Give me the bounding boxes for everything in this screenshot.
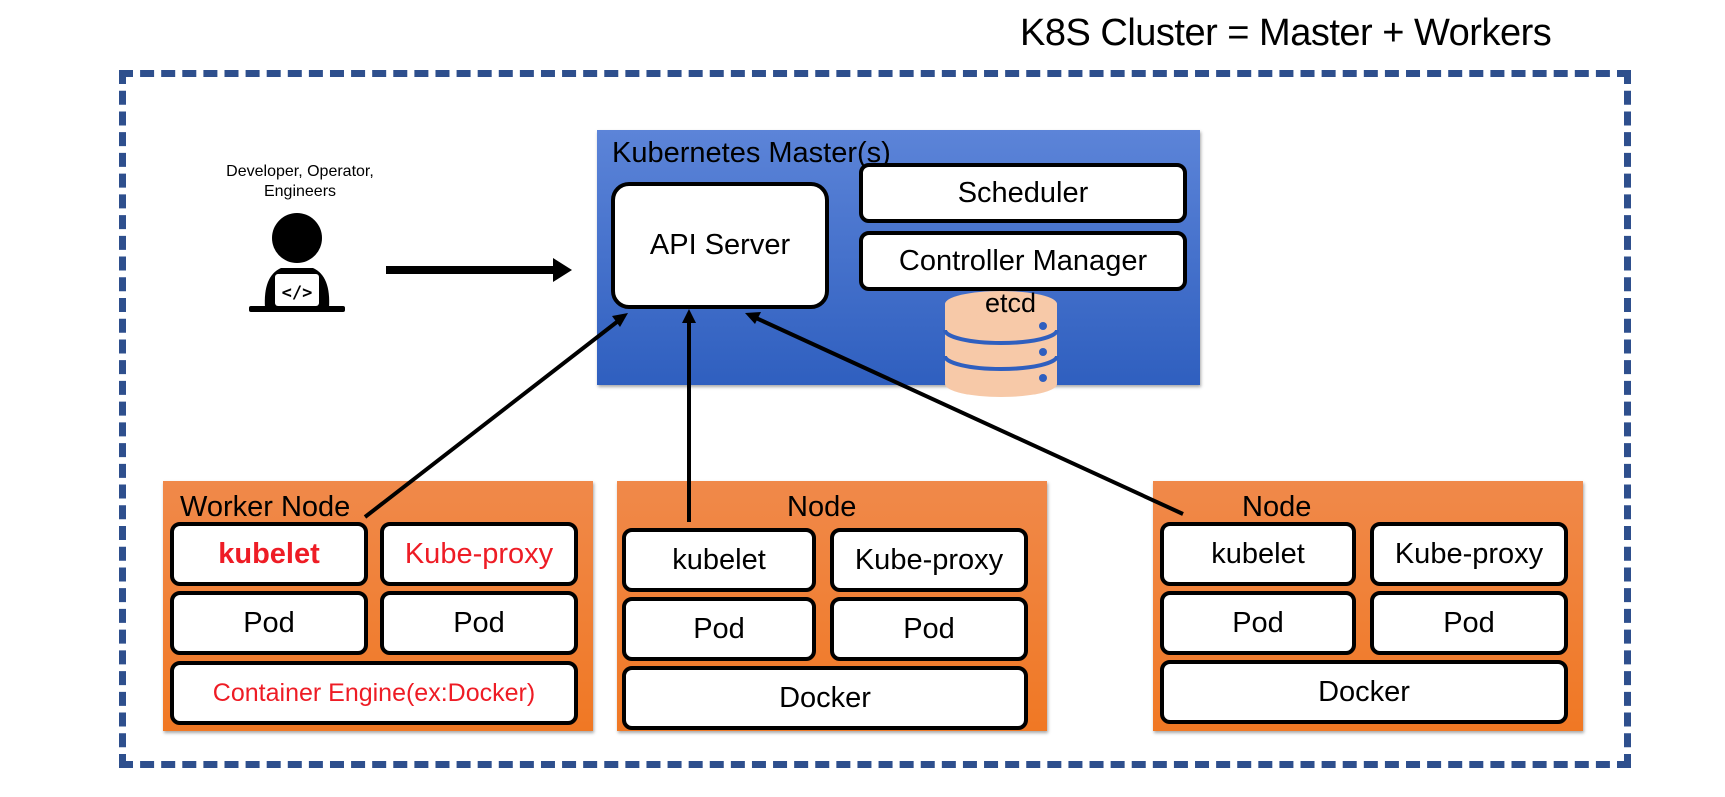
api-server-box: API Server (611, 182, 829, 309)
worker-node-3-kubelet: kubelet (1160, 522, 1356, 586)
worker-node-3-pod-1: Pod (1160, 591, 1356, 655)
arrowhead-node3 (745, 312, 761, 324)
scheduler-box: Scheduler (859, 163, 1187, 223)
worker-node-3-kube-proxy: Kube-proxy (1370, 522, 1568, 586)
worker-node-3-pod-2: Pod (1370, 591, 1568, 655)
worker-node-1-pod-1: Pod (170, 591, 368, 655)
worker-node-2-kube-proxy: Kube-proxy (830, 528, 1028, 592)
cluster-boundary (119, 70, 1631, 768)
developer-label-line1: Developer, Operator, (226, 163, 374, 180)
arrow-node3-to-api (755, 316, 1184, 516)
developer-label: Developer, Operator, Engineers (205, 162, 395, 202)
developer-label-line2: Engineers (263, 183, 337, 200)
worker-node-1-kube-proxy: Kube-proxy (380, 522, 578, 586)
arrow-node1-to-api (363, 316, 624, 519)
controller-manager-box: Controller Manager (859, 231, 1187, 291)
worker-node-1-title: Worker Node (180, 491, 351, 523)
svg-text:</>: </> (282, 283, 313, 303)
master-title: Kubernetes Master(s) (612, 137, 891, 169)
worker-node-1-pod-2: Pod (380, 591, 578, 655)
worker-node-2-title: Node (787, 491, 857, 523)
worker-node-3-title: Node (1242, 491, 1312, 523)
worker-node-2-pod-1: Pod (622, 597, 816, 661)
etcd-database-icon (943, 291, 1059, 397)
diagram-title: K8S Cluster = Master + Workers (1020, 12, 1552, 54)
worker-node-2-pod-2: Pod (830, 597, 1028, 661)
arrowhead-node1 (612, 313, 628, 327)
worker-node-1-kubelet: kubelet (170, 522, 368, 586)
etcd-label: etcd (985, 288, 1037, 318)
worker-node-2-docker: Docker (622, 666, 1028, 730)
worker-node-2-kubelet: kubelet (622, 528, 816, 592)
arrowhead-node2 (682, 309, 696, 323)
worker-node-3-docker: Docker (1160, 660, 1568, 724)
worker-node-1-container-engine: Container Engine(ex:Docker) (170, 661, 578, 725)
developer-laptop-icon: </> (249, 213, 345, 312)
